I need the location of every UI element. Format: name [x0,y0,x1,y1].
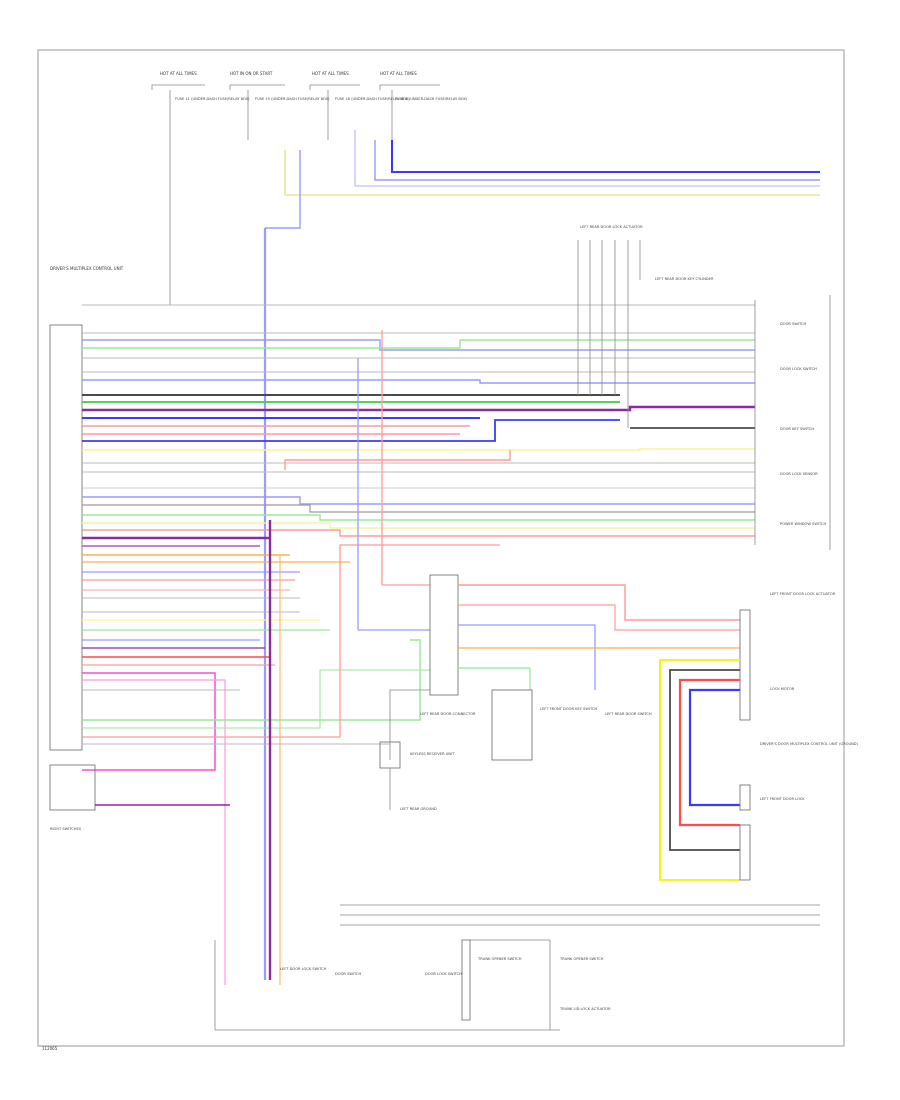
key-switch-label: LEFT FRONT DOOR KEY SWITCH [540,707,597,711]
fuse-label-d: FUSE 6 (UNDER-DASH FUSE/RELAY BOX) [395,97,468,101]
mid-connector: LEFT REAR DOOR CONNECTOR [420,574,740,716]
right-switch-5: POWER WINDOW SWITCH [780,522,826,526]
top-fuse-group: HOT AT ALL TIMES HOT IN ON OR START HOT … [151,71,468,305]
right-switch-4: DOOR LOCK SENSOR [780,472,818,476]
ground-left-label: LEFT REAR GROUND [400,807,437,811]
diagram-id: 112065 [42,1046,58,1051]
fuse-label-c: FUSE 18 (UNDER-DASH FUSE/RELAY BOX) [335,97,410,101]
mid-vertical-wires [268,330,430,985]
top-fuse-label-1: HOT AT ALL TIMES [160,71,197,76]
bottom-label-3: DOOR LOCK SWITCH [425,972,462,976]
fuse-label-a: FUSE 11 (UNDER-DASH FUSE/RELAY BOX) [175,97,250,101]
left-door-switch-label: LEFT REAR DOOR SWITCH [605,712,652,716]
right-switch-2: DOOR LOCK SWITCH [780,367,817,371]
control-unit-label: DRIVER'S MULTIPLEX CONTROL UNIT [50,266,124,271]
mid-connector-label: LEFT REAR DOOR CONNECTOR [420,712,476,716]
top-bus-wires [263,130,820,980]
ground-label: LEFT REAR DOOR KEY CYLINDER [655,277,714,281]
control-unit-box [49,324,83,751]
bottom-left-label: RIGHT SWITCHES [50,827,82,831]
right-actuator: LEFT FRONT DOOR LOCK ACTUATOR LOCK MOTOR… [659,592,859,881]
top-fuse-label-3: HOT AT ALL TIMES [312,71,349,76]
bottom-label-4: TRUNK OPENER SWITCH [477,957,522,961]
control-unit: DRIVER'S MULTIPLEX CONTROL UNIT [49,266,124,751]
bottom-label-2: DOOR SWITCH [335,972,361,976]
bottom-label-1: LEFT DOOR LOCK SWITCH [280,967,327,971]
lower-mid-components: KEYLESS RECEIVER UNIT LEFT REAR GROUND L… [379,689,652,811]
top-fuse-label-2: HOT IN ON OR START [230,71,273,76]
harness-wires [82,304,755,985]
bottom-label-6: TRUNK LID LOCK ACTUATOR [559,1007,611,1011]
right-switches: DOOR SWITCH DOOR LOCK SWITCH DOOR KEY SW… [754,295,831,550]
left-rear-door-label: LEFT REAR DOOR LOCK ACTUATOR [580,225,643,229]
bottom-switches: LEFT DOOR LOCK SWITCH DOOR SWITCH DOOR L… [214,904,820,1031]
diagram-frame [37,49,845,1047]
fuse-label-b: FUSE 19 (UNDER-DASH FUSE/RELAY BOX) [255,97,330,101]
left-module-label: DRIVER'S DOOR MULTIPLEX CONTROL UNIT (GR… [760,742,859,746]
top-right-sensor: LEFT REAR DOOR LOCK ACTUATOR LEFT REAR D… [577,225,714,428]
bottom-left-switch: RIGHT SWITCHES [49,764,230,831]
right-switch-1: DOOR SWITCH [780,322,806,326]
keyless-label: KEYLESS RECEIVER UNIT [410,752,455,756]
left-front-lock-label: LEFT FRONT DOOR LOCK [760,797,805,801]
top-fuse-label-4: HOT AT ALL TIMES [380,71,417,76]
right-switch-3: DOOR KEY SWITCH [780,427,814,431]
actuator-label: LEFT FRONT DOOR LOCK ACTUATOR [770,592,836,596]
motor-label: LOCK MOTOR [770,687,795,691]
bottom-label-5: TRUNK OPENER SWITCH [559,957,604,961]
mid-connector-box [429,574,459,696]
